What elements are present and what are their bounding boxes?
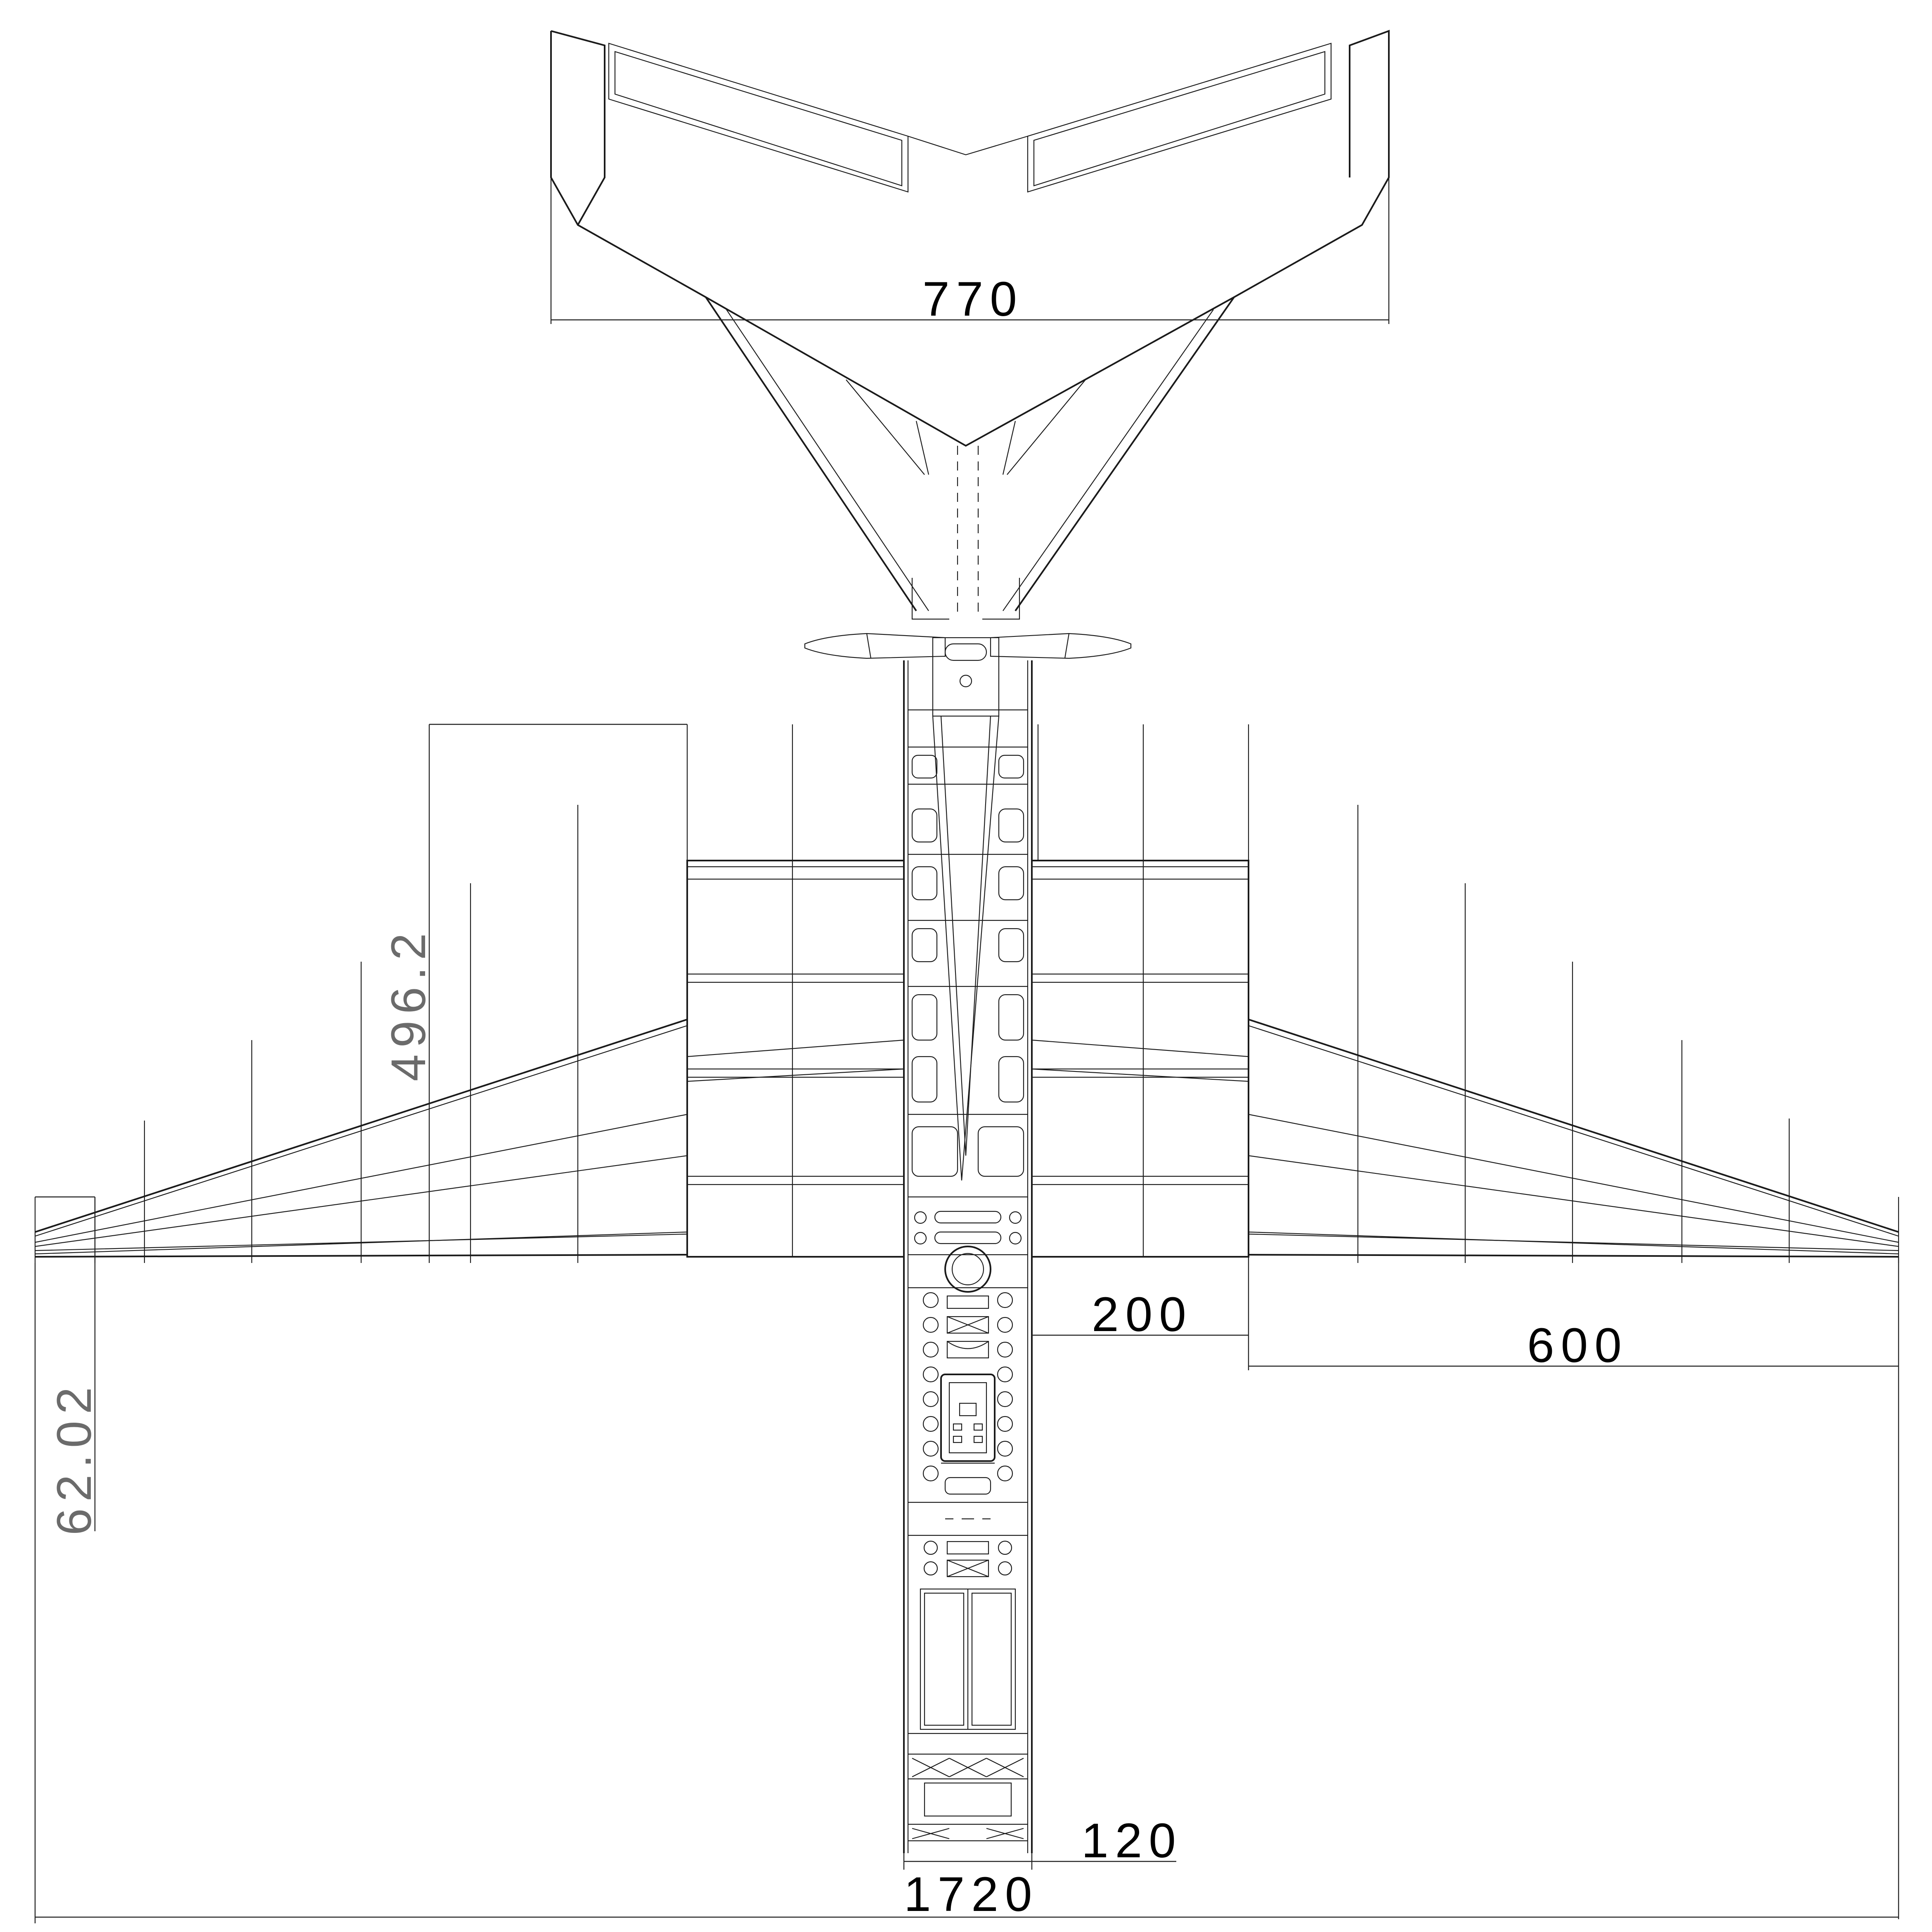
rear-stabilizer xyxy=(804,633,1132,659)
fuselage xyxy=(903,637,1033,1853)
right-inner-wing xyxy=(1031,724,1249,1258)
dim-tail-span: 770 xyxy=(922,272,1024,326)
dimension-lines xyxy=(34,177,1899,1923)
dim-total-span: 1720 xyxy=(904,1867,1039,1922)
dimension-labels: 770 496.2 62.02 200 600 120 1720 xyxy=(47,272,1628,1922)
mid-bay-holes xyxy=(922,1292,1013,1482)
spar-tube-hole xyxy=(944,1246,991,1293)
dim-outer-wing-span: 600 xyxy=(1527,1318,1628,1373)
rear-bay xyxy=(912,1540,1024,1840)
left-inner-wing xyxy=(686,724,905,1258)
flight-controller-board xyxy=(940,1374,996,1464)
right-outer-wing xyxy=(1248,805,1899,1263)
dim-fuselage-width: 120 xyxy=(1081,1814,1182,1868)
right-elevator xyxy=(1027,43,1332,193)
dim-wing-root-chord: 496.2 xyxy=(381,927,436,1081)
tail-servo-bay xyxy=(932,637,1000,717)
left-elevator xyxy=(608,43,909,193)
tail-assembly xyxy=(550,30,1390,620)
dim-inner-wing-span: 200 xyxy=(1092,1287,1193,1342)
dim-wingtip-chord: 62.02 xyxy=(47,1381,102,1535)
lightening-holes xyxy=(911,754,1024,1245)
left-outer-wing xyxy=(34,805,688,1263)
